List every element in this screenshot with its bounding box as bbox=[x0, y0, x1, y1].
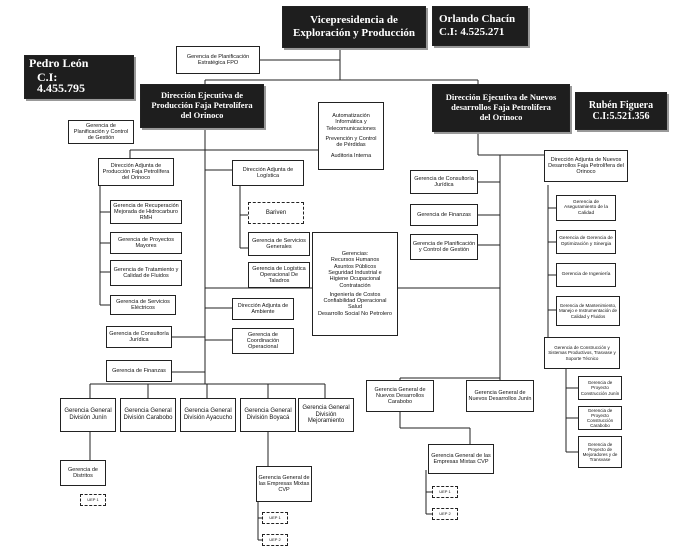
right-col-item-1: Gerencia de Aseguramiento de la Calidad bbox=[556, 195, 616, 221]
small-unit-1: UEP 1 bbox=[80, 494, 106, 506]
adj-produccion-box: Dirección Adjunta de Producción Faja Pet… bbox=[98, 158, 174, 186]
finanzas-left-box: Gerencia de Finanzas bbox=[106, 360, 172, 382]
right-col-item-3: Gerencia de Ingeniería bbox=[556, 263, 616, 287]
right-sub-item-1: Gerencia de Proyecto Construcción Junín bbox=[578, 376, 622, 400]
mixtas-right-box: Gerencia General de las Empresas Mixtas … bbox=[428, 444, 494, 474]
left-staff-box: Gerencia de Planificación y Control de G… bbox=[68, 120, 134, 144]
small-unit-4: UEP 1 bbox=[432, 486, 458, 498]
nuevos-junin-box: Gerencia General de Nuevos Desarrollos J… bbox=[466, 380, 534, 412]
right-staff-1: Gerencia de Consultoría Jurídica bbox=[410, 170, 478, 194]
right-sub-item-2: Gerencia de Proyecto Construcción Carabo… bbox=[578, 406, 622, 430]
adj-logistica-box: Dirección Adjunta de Logística bbox=[232, 160, 304, 186]
coord-operacional-box: Gerencia de Coordinación Operacional bbox=[232, 328, 294, 354]
adj-ambiente-box: Dirección Adjunta de Ambiente bbox=[232, 298, 294, 320]
bottom-division-junin: Gerencia General División Junín bbox=[60, 398, 116, 432]
vp-title-line1: Vicepresidencia de bbox=[310, 14, 398, 27]
dir-produccion-holder-ci-number: 4.455.795 bbox=[37, 80, 85, 95]
distritos-box: Gerencia de Distritos bbox=[60, 460, 106, 486]
left-col-item-3: Gerencia de Tratamiento y Calidad de Flu… bbox=[110, 260, 182, 286]
right-staff-2: Gerencia de Finanzas bbox=[410, 204, 478, 226]
mixtas-left-box: Gerencia General de las Empresas Mixtas … bbox=[256, 466, 312, 502]
dir-produccion-holder-ci: C.I: bbox=[37, 69, 58, 84]
bottom-division-mejoramiento: Gerencia General División Mejoramiento bbox=[298, 398, 354, 432]
bariven-box: Bariven bbox=[248, 202, 304, 224]
consultoria-left-box: Gerencia de Consultoría Jurídica bbox=[106, 326, 172, 348]
right-col-item-2: Gerencia de Gerencia de Optimización y S… bbox=[556, 230, 616, 254]
center-staff-box: Automatización Informática y Telecomunic… bbox=[318, 102, 384, 170]
bottom-division-carabobo: Gerencia General División Carabobo bbox=[120, 398, 176, 432]
dir-nuevos-holder-box: Rubén Figuera C.I:5.521.356 bbox=[575, 92, 667, 130]
dir-nuevos-box: Dirección Ejecutiva de Nuevos desarrollo… bbox=[432, 84, 570, 132]
vp-holder-ci: C.I: 4.525.271 bbox=[439, 26, 505, 38]
right-col-item-5: Gerencia de Construcción y Sistemas Prod… bbox=[544, 337, 620, 369]
right-col-item-4: Gerencia de Mantenimiento, Manejo e Inst… bbox=[556, 296, 620, 326]
left-col-item-4: Gerencia de Servicios Eléctricos bbox=[110, 295, 176, 315]
nuevos-carabobo-box: Gerencia General de Nuevos Desarrollos C… bbox=[366, 380, 434, 412]
left-col-item-2: Gerencia de Proyectos Mayores bbox=[110, 232, 182, 254]
bottom-division-boyaca: Gerencia General División Boyacá bbox=[240, 398, 296, 432]
adj-nuevos-box: Dirección Adjunta de Nuevos Desarrollos … bbox=[544, 150, 628, 182]
right-staff-3: Gerencia de Planificación y Control de G… bbox=[410, 234, 478, 260]
vp-title-line2: Exploración y Producción bbox=[292, 27, 416, 39]
vp-box: Vicepresidencia de Exploración y Producc… bbox=[282, 6, 426, 48]
planificacion-estrategica-box: Gerencia de Planificación Estratégica FP… bbox=[176, 46, 260, 74]
logistica-operacional-box: Gerencia de Logística Operacional De Tal… bbox=[248, 262, 310, 288]
vp-holder-name: Orlando Chacín bbox=[439, 13, 516, 26]
center-gerencias-box: Gerencias: Recursos Humanos Asuntos Públ… bbox=[312, 232, 398, 336]
dir-produccion-box: Dirección Ejecutiva de Producción Faja P… bbox=[140, 84, 264, 128]
servicios-generales-box: Gerencia de Servicios Generales bbox=[248, 232, 310, 256]
right-sub-item-3: Gerencia de Proyecto de Mejoradores y de… bbox=[578, 436, 622, 468]
bottom-division-ayacucho: Gerencia General División Ayacucho bbox=[180, 398, 236, 432]
small-unit-3: UEP 2 bbox=[262, 534, 288, 546]
left-col-item-1: Gerencia de Recuperación Mejorada de Hid… bbox=[110, 200, 182, 224]
dir-produccion-holder-name: Pedro León bbox=[29, 56, 89, 70]
vp-holder-box: Orlando Chacín C.I: 4.525.271 bbox=[432, 6, 528, 46]
dir-produccion-holder-box: Pedro León C.I: 4.455.795 bbox=[24, 55, 134, 99]
small-unit-5: UEP 2 bbox=[432, 508, 458, 520]
small-unit-2: UEP 1 bbox=[262, 512, 288, 524]
